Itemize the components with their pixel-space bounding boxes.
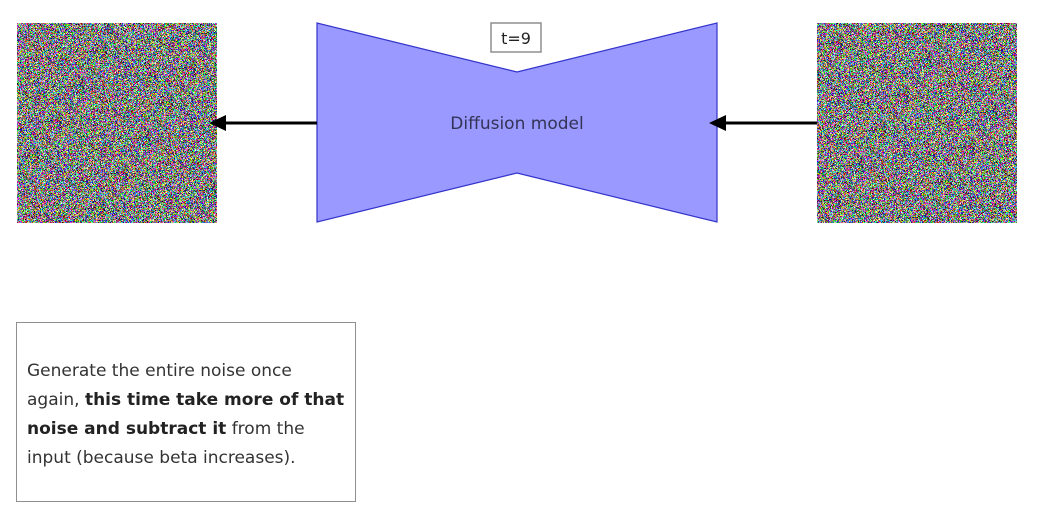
diffusion-model-shape bbox=[316, 22, 718, 223]
note-text-part1: Generate the entire noise once again, bbox=[27, 361, 292, 410]
explanation-note: Generate the entire noise once again, th… bbox=[16, 322, 356, 502]
output-arrow-head bbox=[209, 115, 226, 131]
model-diagram-svg: Diffusion model t=9 bbox=[209, 22, 817, 223]
input-noise-image bbox=[817, 23, 1017, 223]
output-noise-image bbox=[17, 23, 217, 223]
note-text-bold: this time take more of that noise and su… bbox=[27, 390, 345, 439]
diffusion-model-label: Diffusion model bbox=[450, 114, 583, 134]
input-arrow-head bbox=[709, 115, 726, 131]
note-text-part3: from the input (because beta increases). bbox=[27, 419, 305, 468]
timestep-box bbox=[490, 22, 542, 53]
timestep-label: t=9 bbox=[501, 29, 531, 48]
